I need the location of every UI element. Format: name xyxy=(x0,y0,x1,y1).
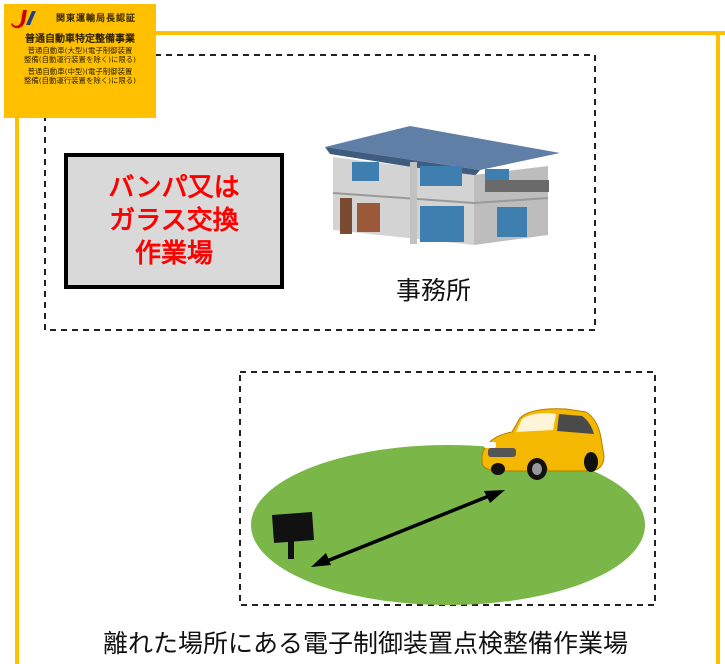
workshop-label-line-2: ガラス交換 xyxy=(109,205,239,236)
frame-top-line xyxy=(150,31,725,35)
car-icon xyxy=(481,408,605,480)
inspection-area-boundary xyxy=(239,371,656,606)
frame-left-line xyxy=(15,110,19,664)
inspection-field xyxy=(251,445,645,605)
target-board-icon xyxy=(272,512,314,559)
certification-badge: 関東運輸局長認証 普通自動車特定整備事業 普通自動車(大型)(電子制御装置 整備… xyxy=(4,4,156,118)
badge-authority: 関東運輸局長認証 xyxy=(56,14,137,24)
badge-line-1: 普通自動車(大型)(電子制御装置 xyxy=(27,46,133,55)
badge-title: 普通自動車特定整備事業 xyxy=(25,34,135,45)
badge-line-2: 整備(自動運行装置を除く)に限る) xyxy=(23,55,137,64)
frame-right-line xyxy=(716,31,720,664)
office-label: 事務所 xyxy=(396,276,472,305)
workshop-label-line-1: バンパ又は xyxy=(108,172,240,203)
badge-line-3: 普通自動車(中型)(電子制御装置 xyxy=(27,67,133,76)
workshop-box: バンパ又は ガラス交換 作業場 xyxy=(64,153,284,289)
badge-line-4: 整備(自動運行装置を除く)に限る) xyxy=(23,76,137,85)
inspection-area-caption: 離れた場所にある電子制御装置点検整備作業場 xyxy=(103,629,629,658)
js-logo-icon xyxy=(11,10,36,29)
office-area-boundary xyxy=(44,54,596,331)
house-icon xyxy=(325,126,560,245)
double-arrow-icon xyxy=(311,490,505,567)
workshop-label-line-3: 作業場 xyxy=(134,238,213,269)
